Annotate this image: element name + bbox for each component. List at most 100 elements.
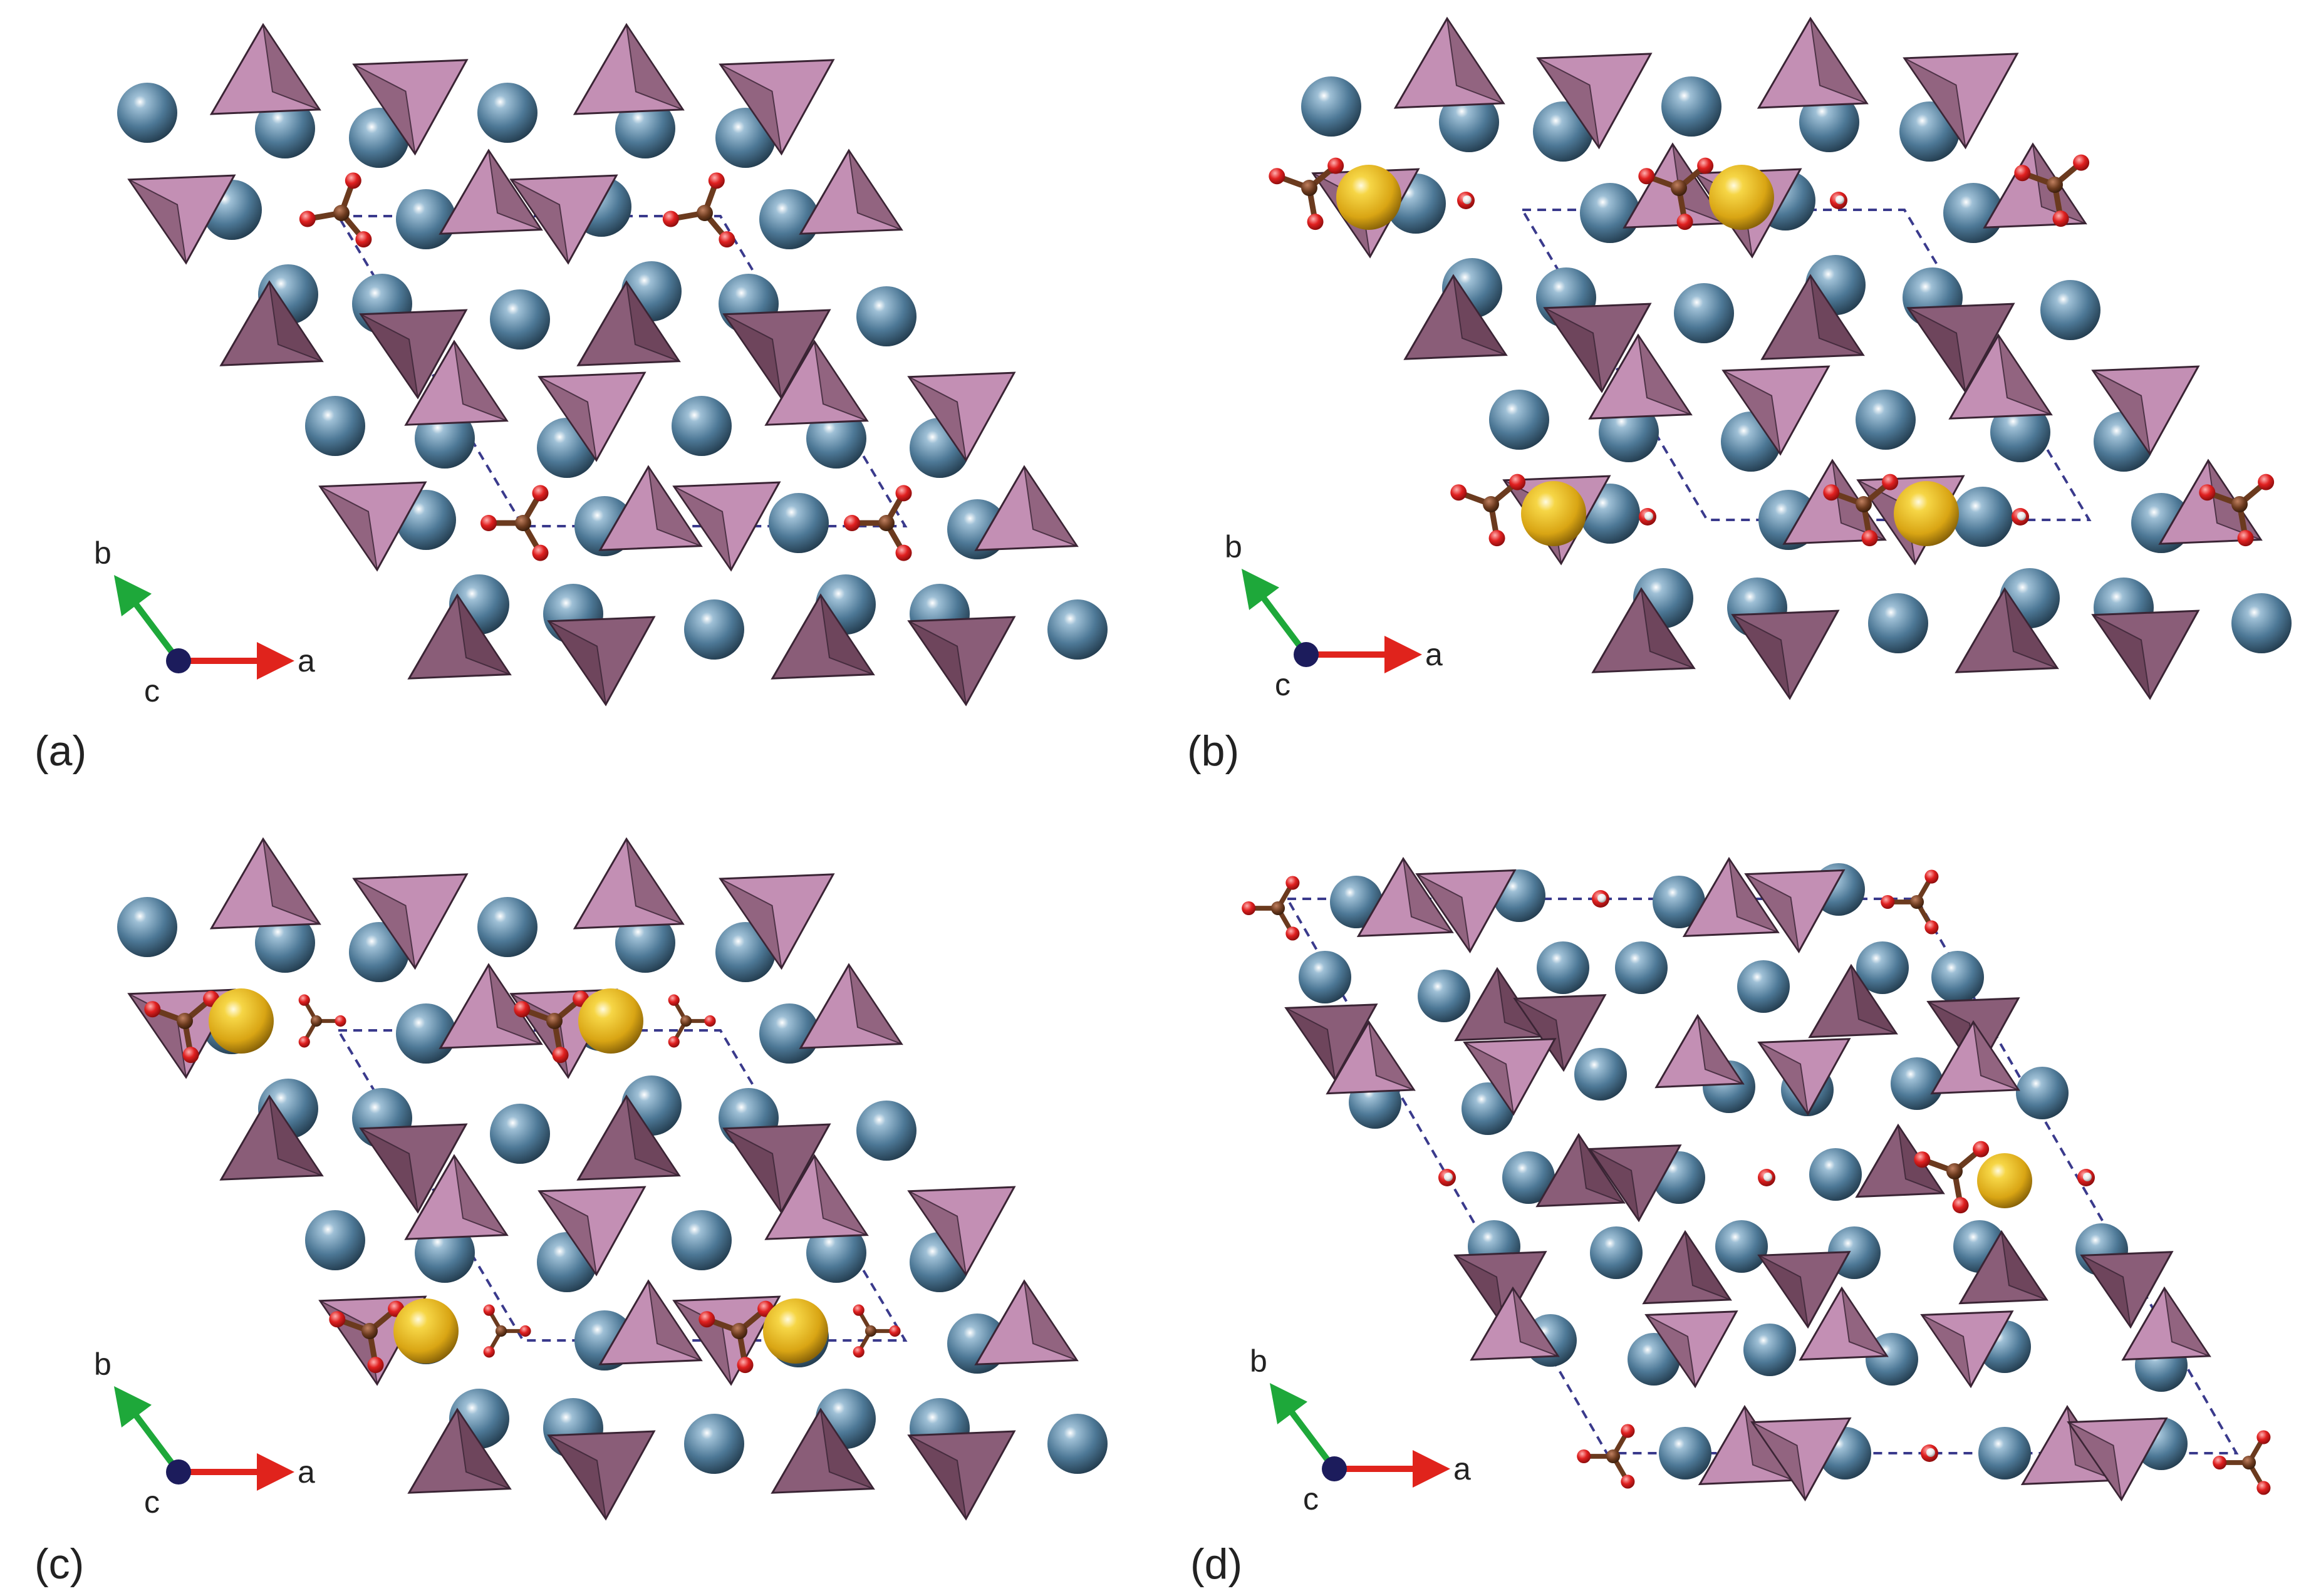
oxygen-atom <box>1269 168 1285 185</box>
oxygen-atom <box>895 544 912 561</box>
metal-atom-sphere <box>1590 1226 1643 1279</box>
metal-atom-sphere <box>856 1101 916 1161</box>
tetrahedron-face <box>1446 18 1505 105</box>
tetrahedron-face <box>1998 334 2053 416</box>
tetrahedron-face <box>511 179 569 264</box>
panel-c <box>117 837 1108 1521</box>
tetrahedron-face <box>1697 1015 1745 1085</box>
tetrahedron-face <box>1416 873 1471 952</box>
metal-atom-sphere <box>1661 76 1721 137</box>
tetrahedron-face <box>626 838 685 925</box>
tetrahedron-face <box>360 1127 418 1213</box>
metal-atom-sphere <box>1537 941 1589 994</box>
c-axis-dot <box>166 648 191 673</box>
oxygen-atom <box>1621 1424 1635 1438</box>
tetrahedron-face <box>724 1127 782 1213</box>
metal-atom-sphere <box>1580 183 1640 243</box>
tetrahedron-face <box>1758 1042 1809 1114</box>
metal-atom-sphere <box>117 83 177 143</box>
hydrogen-atom <box>1926 1448 1935 1457</box>
oxygen-atom <box>144 1001 161 1018</box>
metal-atom-sphere <box>1659 1427 1711 1479</box>
metal-atom-sphere <box>1856 390 1916 450</box>
oxygen-atom <box>853 1346 865 1358</box>
metal-atom-sphere <box>255 98 315 158</box>
tetrahedron-face <box>539 376 597 461</box>
oxygen-atom <box>335 1015 346 1027</box>
carbon-atom <box>333 205 350 221</box>
tetrahedron-face <box>648 1280 703 1362</box>
tetrahedron-face <box>1745 873 1800 952</box>
tetrahedron-face <box>1537 58 1600 148</box>
tetrahedron-face <box>1908 307 1966 392</box>
b-axis-label: b <box>1250 1344 1267 1379</box>
panel-label-a: (a) <box>34 727 86 775</box>
tetrahedron-face <box>457 594 512 676</box>
tetrahedron-face <box>2001 1231 2048 1301</box>
tetrahedron-face <box>1921 1314 1971 1387</box>
oxygen-atom <box>2237 530 2254 547</box>
metal-atom-sphere <box>1674 283 1734 343</box>
b-axis-label: b <box>94 1347 112 1382</box>
panel-a <box>117 23 1108 707</box>
metal-atom-sphere <box>477 83 537 143</box>
panel-label-c: (c) <box>34 1540 84 1588</box>
guest-atom-sphere <box>1894 481 1959 546</box>
oxygen-atom <box>1973 1141 1990 1158</box>
oxygen-atom <box>329 1311 346 1328</box>
tetrahedron-face <box>820 594 875 676</box>
guest-atom-sphere <box>1709 165 1774 230</box>
carbon-atom <box>1909 894 1924 909</box>
guest-atom-sphere <box>393 1298 459 1364</box>
tetrahedron-face <box>539 1190 597 1275</box>
hydrogen-atom <box>1597 894 1606 903</box>
tetrahedron-face <box>1641 588 1696 670</box>
c-axis-dot <box>1294 642 1319 667</box>
tetrahedron-face <box>1646 1314 1696 1387</box>
oxygen-atom <box>698 1311 715 1328</box>
b-axis-arrow <box>1269 1383 1337 1471</box>
hydrogen-atom <box>2083 1173 2092 1181</box>
unit-cell-outline <box>336 215 908 527</box>
tetrahedron-face <box>1368 1022 1416 1091</box>
metal-atom-sphere <box>1891 1057 1943 1110</box>
c-axis-dot <box>1322 1456 1347 1481</box>
metal-atom-sphere <box>1953 487 2013 547</box>
guest-atom-sphere <box>1521 481 1586 546</box>
metal-atom-sphere <box>396 1003 456 1064</box>
metal-atom-sphere <box>1868 593 1928 653</box>
a-axis-label: a <box>1425 637 1443 672</box>
metal-atom-sphere <box>117 897 177 957</box>
tetrahedron-face <box>2004 588 2059 670</box>
metal-atom-sphere <box>490 1104 550 1164</box>
oxygen-atom <box>483 1304 495 1316</box>
metal-atom-sphere <box>1799 92 1859 152</box>
metal-atom-sphere <box>684 1414 744 1474</box>
oxygen-atom <box>889 1325 901 1337</box>
tetrahedron-face <box>1544 307 1602 392</box>
oxygen-atom <box>1327 157 1344 174</box>
axis-triad-b: b a c <box>1225 529 1443 702</box>
tetrahedron-face <box>1904 58 1966 148</box>
tetrahedron-face <box>1758 1255 1809 1327</box>
metal-atom-sphere <box>684 599 744 660</box>
oxygen-atom <box>1509 474 1526 490</box>
oxygen-atom <box>480 515 497 531</box>
oxygen-atom <box>844 515 860 531</box>
oxygen-atom <box>355 231 372 248</box>
tetrahedron-face <box>353 64 416 155</box>
tetrahedron-face <box>1752 1421 1806 1500</box>
tetrahedron-face <box>454 341 509 422</box>
tetrahedron-face <box>1464 1042 1514 1114</box>
metal-atom-sphere <box>1299 951 1351 1003</box>
oxygen-atom <box>1307 214 1324 231</box>
tetrahedron-face <box>820 1409 875 1490</box>
tetrahedron-face <box>1578 1134 1626 1204</box>
carbon-atom <box>1671 180 1687 196</box>
panel-label-b: (b) <box>1187 727 1239 775</box>
tetrahedron-face <box>848 150 903 231</box>
tetrahedron-face <box>2068 1421 2122 1500</box>
carbon-atom <box>515 515 531 531</box>
oxygen-atom <box>1577 1449 1591 1464</box>
tetrahedron-face <box>2092 370 2151 455</box>
